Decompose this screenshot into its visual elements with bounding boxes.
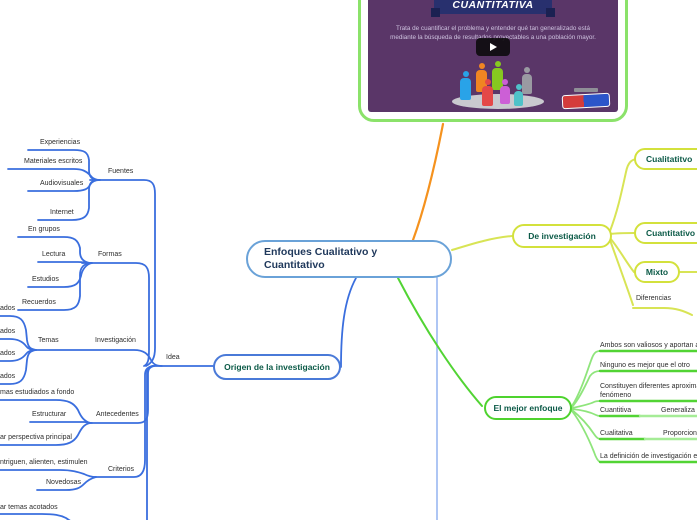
banner-ribbon-right	[546, 8, 555, 17]
node-estudios[interactable]: Estudios	[32, 276, 59, 283]
central-topic[interactable]: Enfoques Cualitativo y Cuantitativo	[246, 240, 452, 278]
node-mejor-enfoque[interactable]: El mejor enfoque	[484, 396, 572, 420]
node-estudiados-fondo[interactable]: mas estudiados a fondo	[0, 389, 75, 396]
line-estructurar	[29, 421, 93, 424]
person-figure	[482, 86, 493, 106]
video-banner-title: CUANTITATIVA	[452, 0, 534, 11]
fan-r2	[571, 370, 601, 408]
node-definicion[interactable]: La definición de investigación es vi	[600, 453, 697, 460]
node-ambos-valiosos[interactable]: Ambos son valiosos y aportan al av	[600, 342, 697, 349]
node-novedosas[interactable]: Novedosas	[46, 479, 82, 486]
fan-r1	[571, 350, 601, 407]
fan-r3	[571, 400, 601, 409]
line-formas-trunk	[81, 262, 150, 367]
line-diferencias-under	[632, 307, 693, 316]
line-bottom-trunk	[146, 365, 155, 520]
person-figure	[500, 86, 510, 104]
central-topic-label: Enfoques Cualitativo y Cuantitativo	[264, 246, 378, 271]
node-intriguen[interactable]: ntriguen, alienten, estimulen	[0, 459, 88, 466]
channel-logo	[561, 88, 611, 110]
node-experiencias[interactable]: Experiencias	[40, 139, 81, 146]
node-lectura[interactable]: Lectura	[42, 251, 66, 258]
person-figure	[492, 68, 503, 90]
node-tema-cut-4[interactable]: ados	[0, 373, 16, 380]
node-materiales-escritos[interactable]: Materiales escritos	[24, 158, 83, 165]
node-tema-cut-3[interactable]: ados	[0, 350, 16, 357]
node-investigacion[interactable]: Investigación	[95, 337, 136, 344]
node-en-grupos[interactable]: En grupos	[28, 226, 60, 233]
node-ninguno-mejor[interactable]: Ninguno es mejor que el otro	[600, 362, 690, 369]
video-attachment[interactable]: CUANTITATIVA Trata de cuantificar el pro…	[358, 0, 628, 122]
node-constituyen[interactable]: Constituyen diferentes aproximaci	[600, 383, 697, 390]
play-button-icon[interactable]	[476, 38, 510, 56]
video-thumbnail: CUANTITATIVA Trata de cuantificar el pro…	[368, 0, 618, 112]
node-tema-cut-2[interactable]: ados	[0, 328, 16, 335]
node-cualitativa[interactable]: Cualitativa	[600, 430, 633, 437]
line-origen-central	[340, 277, 357, 368]
line-cuantitativo	[609, 232, 635, 235]
node-mixto[interactable]: Mixto	[634, 261, 680, 283]
node-origen-investigacion[interactable]: Origen de la investigación	[213, 354, 341, 380]
node-internet[interactable]: Internet	[50, 209, 74, 216]
node-perspectiva-principal[interactable]: ar perspectiva principal	[0, 434, 72, 441]
node-cualitativo[interactable]: Cualitatitvo	[634, 148, 697, 170]
people-group-illustration	[452, 52, 552, 106]
node-antecedentes[interactable]: Antecedentes	[96, 411, 139, 418]
node-temas-acotados[interactable]: ar temas acotados	[0, 504, 58, 511]
node-proporciona[interactable]: Proporciona	[663, 430, 697, 437]
node-temas[interactable]: Temas	[38, 337, 59, 344]
node-fuentes[interactable]: Fuentes	[108, 168, 134, 175]
line-engrupos	[17, 236, 91, 264]
node-cuantitiva[interactable]: Cuantitiva	[600, 407, 632, 414]
line-video-branch	[411, 122, 445, 242]
line-ntriguen	[0, 469, 97, 478]
line-investigacion	[31, 349, 163, 367]
line-mejor	[397, 277, 483, 407]
node-constituyen-line2: fenómeno	[600, 392, 632, 399]
line-lectura	[37, 261, 93, 264]
node-criterios[interactable]: Criterios	[108, 466, 135, 473]
person-figure	[460, 78, 471, 100]
video-banner: CUANTITATIVA	[434, 0, 552, 14]
node-cuantitativo[interactable]: Cuantitativo	[634, 222, 697, 244]
fan-r5	[571, 409, 601, 440]
banner-ribbon-left	[431, 8, 440, 17]
node-de-investigacion[interactable]: De investigación	[512, 224, 612, 248]
person-figure	[522, 74, 532, 94]
node-idea[interactable]: Idea	[166, 354, 180, 361]
line-deinv	[451, 235, 513, 251]
fan-r4	[571, 408, 601, 417]
node-tema-cut-1[interactable]: ados	[0, 305, 16, 312]
node-diferencias[interactable]: Diferencias	[636, 295, 672, 302]
line-temas-acotados	[0, 513, 71, 520]
line-cualitativo	[609, 158, 639, 232]
line-criterios-riser	[94, 365, 154, 478]
line-diferencias-curve	[609, 239, 634, 306]
video-description-line1: Trata de cuantificar el problema y enten…	[395, 25, 591, 32]
person-figure	[514, 91, 523, 106]
node-audiovisuales[interactable]: Audiovisuales	[40, 180, 84, 187]
node-estructurar[interactable]: Estructurar	[32, 411, 67, 418]
line-tema2	[0, 338, 37, 351]
line-materiales	[7, 168, 101, 181]
node-recuerdos[interactable]: Recuerdos	[22, 299, 56, 306]
line-mixto	[609, 237, 635, 273]
person-figure	[476, 70, 487, 92]
node-formas[interactable]: Formas	[98, 251, 122, 258]
node-generaliza[interactable]: Generaliza l	[661, 407, 697, 414]
fan-r6	[571, 410, 601, 463]
